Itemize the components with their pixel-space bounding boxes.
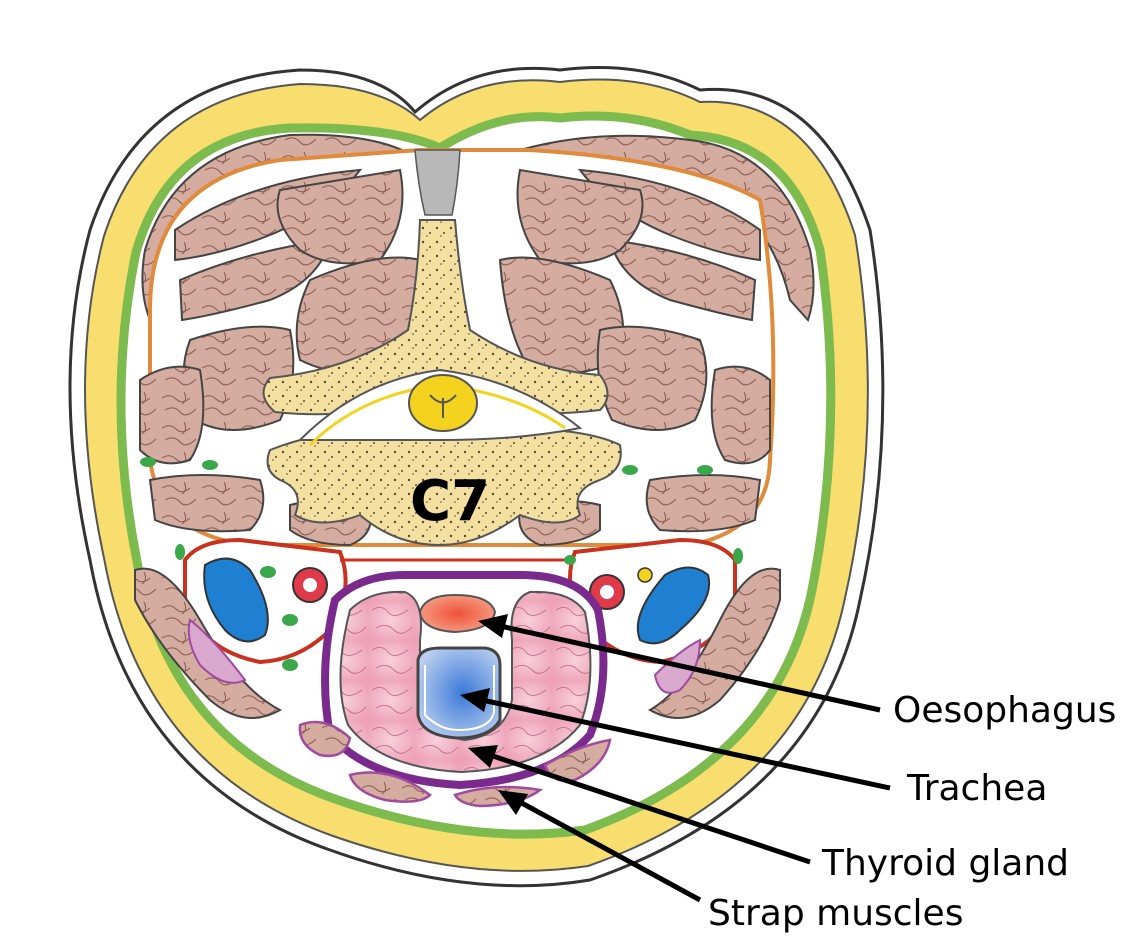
spinal-cord-grey-matter bbox=[429, 394, 457, 418]
strap-muscle-left-1 bbox=[298, 720, 352, 758]
nerve-dot bbox=[282, 614, 298, 626]
deep-muscle-lower-left bbox=[148, 474, 265, 533]
label-oesophagus: Oesophagus bbox=[893, 690, 1116, 731]
trachea-ring bbox=[424, 665, 495, 732]
deep-muscle-left-2 bbox=[178, 238, 332, 322]
internal-jugular-vein-right bbox=[636, 566, 711, 645]
nerve-dot bbox=[260, 566, 276, 578]
vagus-nerve-right bbox=[637, 567, 653, 583]
pointer-trachea bbox=[460, 688, 891, 791]
pointer-thyroid-gland bbox=[468, 745, 811, 865]
thyroid-gland bbox=[339, 590, 592, 774]
strap-muscle-left-2 bbox=[348, 771, 432, 803]
common-carotid-artery-left-lumen bbox=[303, 578, 317, 592]
label-strap-muscles: Strap muscles bbox=[708, 893, 963, 934]
nerve-dot bbox=[564, 555, 576, 565]
common-carotid-artery-right-lumen bbox=[600, 585, 614, 599]
nerve-dot bbox=[697, 465, 713, 475]
nerve-dot bbox=[140, 457, 156, 467]
trachea bbox=[416, 646, 502, 740]
deep-muscle-right-6 bbox=[710, 365, 771, 465]
nerve-dot bbox=[282, 659, 298, 671]
deep-muscle-left-6 bbox=[139, 365, 205, 465]
nuchal-ligament bbox=[414, 149, 461, 216]
label-thyroid-gland: Thyroid gland bbox=[821, 843, 1069, 884]
internal-jugular-vein-left bbox=[203, 557, 269, 643]
nerve-dot bbox=[175, 544, 185, 560]
nerve-dot bbox=[622, 465, 638, 475]
deep-muscle-right-2 bbox=[608, 238, 757, 322]
oesophagus bbox=[418, 593, 497, 634]
label-trachea: Trachea bbox=[906, 768, 1047, 809]
nerve-dot bbox=[733, 548, 743, 564]
nerve-dot bbox=[202, 460, 218, 470]
pointer-strap-muscles bbox=[498, 790, 702, 903]
strap-muscle-lateral-left bbox=[187, 618, 247, 684]
vertebra-label: C7 bbox=[410, 469, 490, 534]
deep-muscle-right-5 bbox=[596, 325, 708, 431]
pointer-oesophagus bbox=[478, 614, 881, 713]
deep-muscle-left-3 bbox=[276, 168, 404, 265]
deep-muscle-lower-right bbox=[645, 474, 762, 533]
deep-muscle-right-3 bbox=[516, 168, 644, 265]
